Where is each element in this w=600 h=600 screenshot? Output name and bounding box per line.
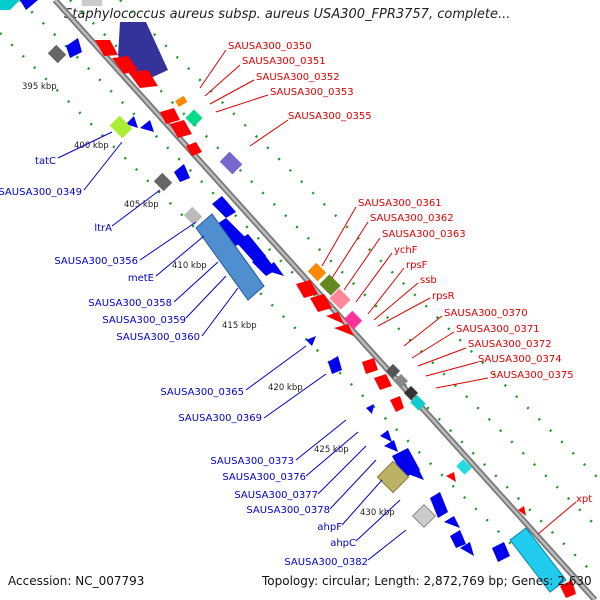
label-sausa300-0373[interactable]: SAUSA300_0373 — [210, 456, 294, 467]
feature-lavender[interactable] — [219, 151, 243, 175]
label-rpsf[interactable]: rpsF — [406, 260, 428, 271]
label-sausa300-0378[interactable]: SAUSA300_0378 — [246, 505, 330, 516]
label-sausa300-0358[interactable]: SAUSA300_0358 — [88, 298, 172, 309]
label-ychf[interactable]: ychF — [394, 245, 418, 256]
tick-400: 400 kbp — [74, 141, 109, 151]
label-ssb[interactable]: ssb — [420, 275, 437, 286]
feature-magenta[interactable] — [343, 310, 363, 330]
label-ahpc[interactable]: ahpC — [330, 538, 356, 549]
label-sausa300-0369[interactable]: SAUSA300_0369 — [178, 413, 262, 424]
forward-genes-low[interactable] — [446, 472, 526, 516]
feature-olive[interactable] — [319, 274, 341, 296]
label-sausa300-0376[interactable]: SAUSA300_0376 — [222, 472, 306, 483]
right-leader-lines — [199, 49, 577, 535]
reverse-genes-top[interactable] — [66, 38, 284, 276]
label-sausa300-0372[interactable]: SAUSA300_0372 — [468, 339, 552, 350]
forward-genes-mid[interactable] — [296, 280, 404, 412]
label-sausa300-0361[interactable]: SAUSA300_0361 — [358, 198, 442, 209]
feature-grey-2[interactable] — [153, 172, 173, 192]
feature-lightgrey-2[interactable] — [411, 503, 437, 529]
reverse-genes-lower[interactable] — [306, 336, 474, 556]
feature-lightgrey[interactable] — [183, 206, 203, 226]
feature-cyan-2[interactable] — [456, 459, 472, 475]
feature-grey-1[interactable] — [47, 44, 67, 64]
map-title: Staphylococcus aureus subsp. aureus USA3… — [64, 7, 511, 22]
label-ahpf[interactable]: ahpF — [317, 522, 342, 533]
feature-xpt-block[interactable] — [509, 527, 567, 593]
label-sausa300-0362[interactable]: SAUSA300_0362 — [370, 213, 454, 224]
label-sausa300-0382[interactable]: SAUSA300_0382 — [284, 557, 368, 568]
label-sausa300-0353[interactable]: SAUSA300_0353 — [270, 87, 354, 98]
feature-bottom-blue[interactable] — [492, 542, 510, 562]
tick-425: 425 kbp — [314, 445, 349, 455]
label-sausa300-0355[interactable]: SAUSA300_0355 — [288, 111, 372, 122]
label-tatc[interactable]: tatC — [35, 156, 56, 167]
label-sausa300-0360[interactable]: SAUSA300_0360 — [116, 332, 200, 343]
label-ltra[interactable]: ltrA — [94, 223, 112, 234]
left-leader-lines — [57, 131, 407, 561]
feature-metE-block[interactable] — [195, 213, 265, 301]
label-sausa300-0351[interactable]: SAUSA300_0351 — [242, 56, 326, 67]
feature-cyan-1[interactable] — [410, 395, 426, 411]
label-sausa300-0370[interactable]: SAUSA300_0370 — [444, 308, 528, 319]
label-mete[interactable]: metE — [128, 273, 154, 284]
label-sausa300-0374[interactable]: SAUSA300_0374 — [478, 354, 562, 365]
accession-text: Accession: NC_007793 — [8, 574, 145, 588]
label-sausa300-0359[interactable]: SAUSA300_0359 — [102, 315, 186, 326]
feature-green-small[interactable] — [185, 109, 203, 127]
feature-grey-3[interactable] — [385, 363, 401, 379]
label-sausa300-0350[interactable]: SAUSA300_0350 — [228, 41, 312, 52]
label-sausa300-0349[interactable]: SAUSA300_0349 — [0, 187, 82, 198]
feature-bottom-red[interactable] — [560, 580, 576, 598]
feature-orange-small[interactable] — [175, 95, 188, 107]
feature-pink[interactable] — [329, 288, 351, 310]
forward-genes-top[interactable] — [95, 40, 202, 156]
feature-orange-mid[interactable] — [307, 262, 327, 282]
label-xpt[interactable]: xpt — [576, 494, 592, 505]
right-labels: SAUSA300_0350 SAUSA300_0351 SAUSA300_035… — [228, 41, 592, 505]
tick-415: 415 kbp — [222, 321, 257, 331]
tick-405: 405 kbp — [124, 200, 159, 210]
tick-410: 410 kbp — [172, 261, 207, 271]
feature-lime[interactable] — [109, 115, 133, 139]
label-sausa300-0363[interactable]: SAUSA300_0363 — [382, 229, 466, 240]
feature-khaki[interactable] — [376, 460, 410, 494]
label-rpsr[interactable]: rpsR — [432, 291, 455, 302]
left-labels: tatC SAUSA300_0349 ltrA SAUSA300_0356 me… — [0, 156, 368, 568]
label-sausa300-0371[interactable]: SAUSA300_0371 — [456, 324, 540, 335]
feature-top-left[interactable] — [0, 0, 102, 10]
genome-summary-text: Topology: circular; Length: 2,872,769 bp… — [262, 574, 592, 588]
label-sausa300-0356[interactable]: SAUSA300_0356 — [54, 256, 138, 267]
label-sausa300-0352[interactable]: SAUSA300_0352 — [256, 72, 340, 83]
tick-395: 395 kbp — [22, 82, 57, 92]
tick-430: 430 kbp — [360, 508, 395, 518]
label-sausa300-0365[interactable]: SAUSA300_0365 — [160, 387, 244, 398]
feature-grey-5[interactable] — [403, 385, 419, 401]
scale-ticks: 395 kbp 400 kbp 405 kbp 410 kbp 415 kbp … — [22, 82, 395, 518]
tick-420: 420 kbp — [268, 383, 303, 393]
dotted-grid — [0, 0, 600, 571]
label-sausa300-0375[interactable]: SAUSA300_0375 — [490, 370, 574, 381]
feature-grey-4[interactable] — [393, 373, 409, 389]
label-sausa300-0377[interactable]: SAUSA300_0377 — [234, 490, 318, 501]
